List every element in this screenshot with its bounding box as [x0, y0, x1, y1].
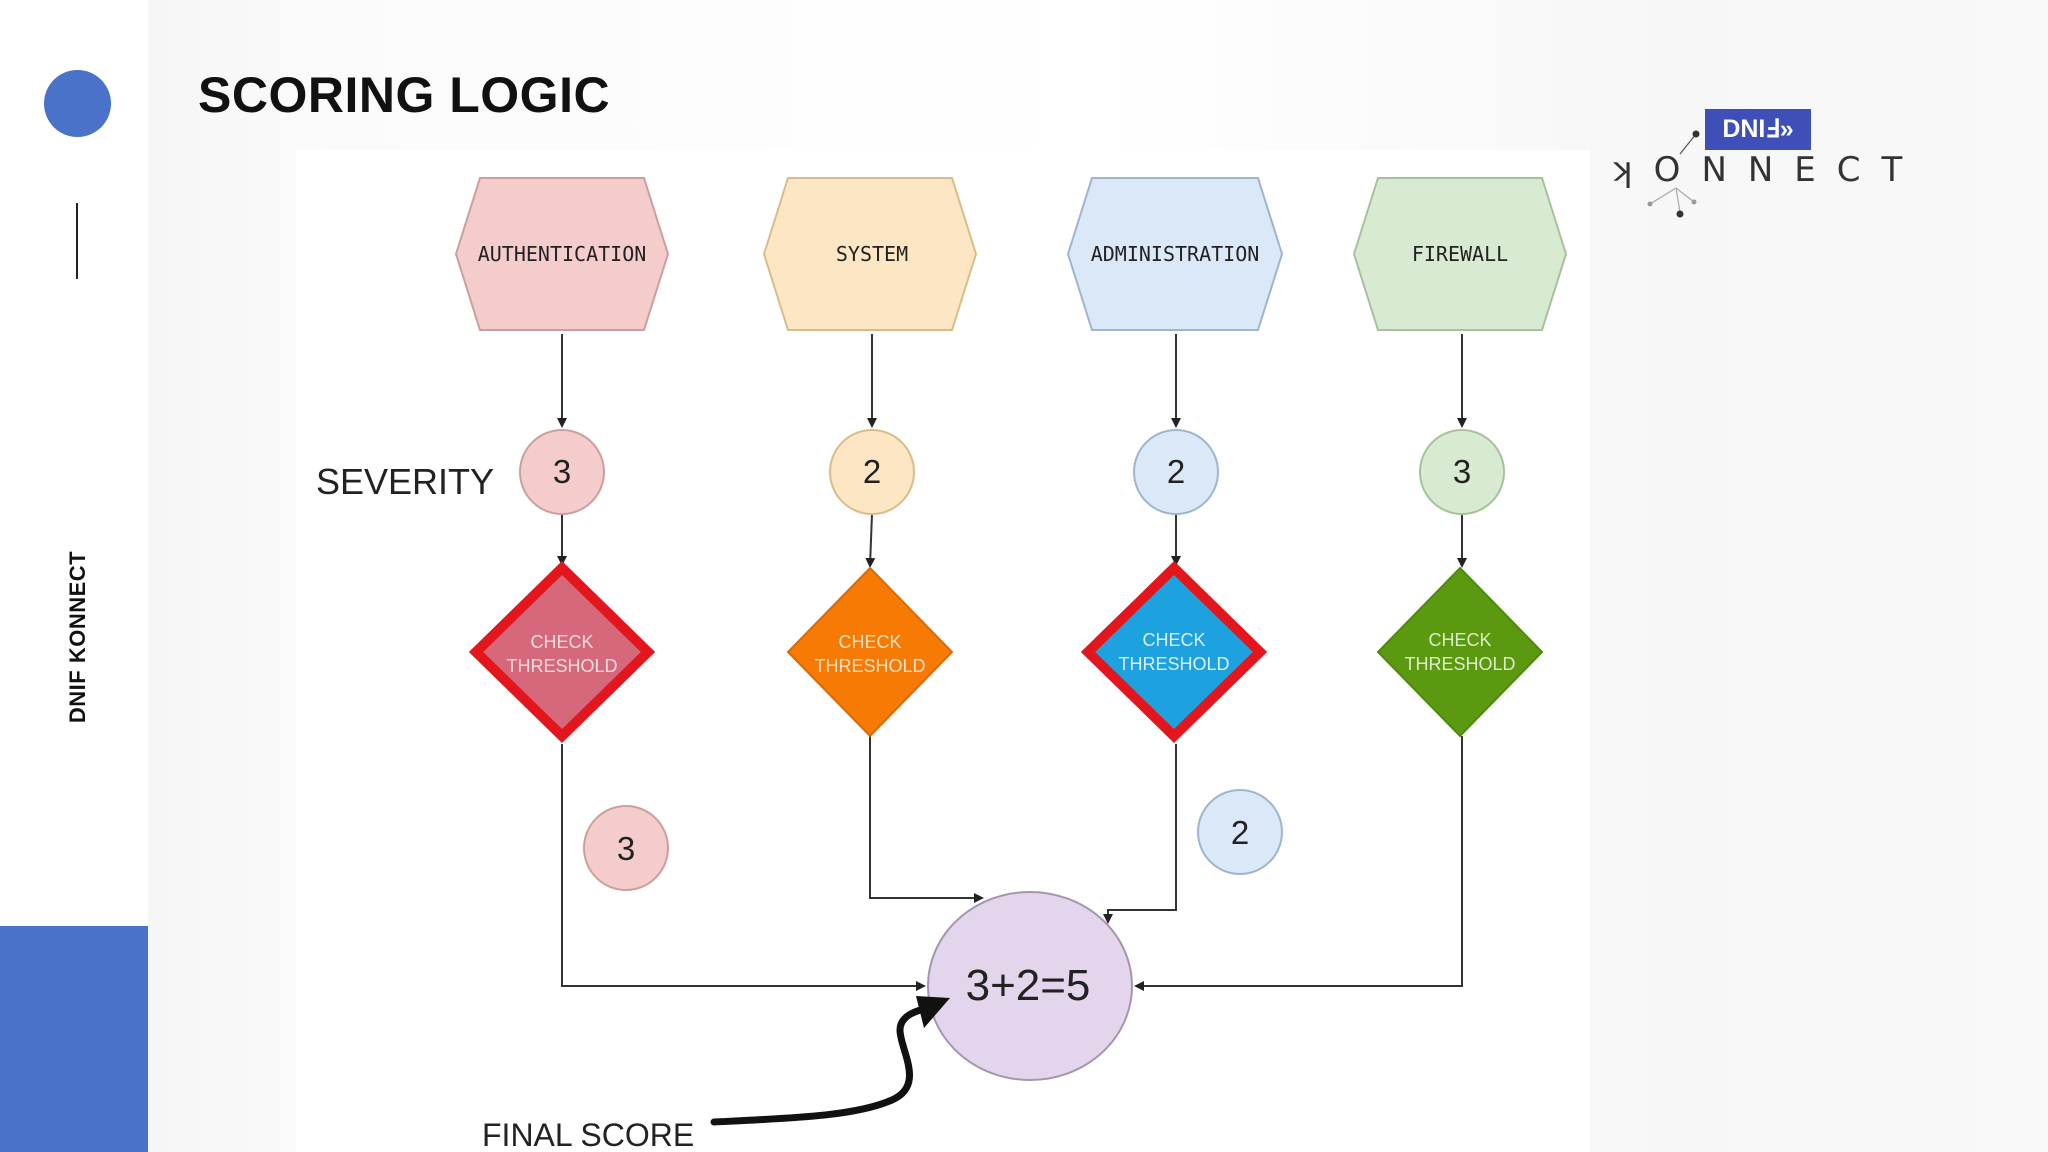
- contribution-value-administration: 2: [1231, 814, 1249, 851]
- check-threshold-firewall: CHECK THRESHOLD: [1376, 566, 1544, 738]
- severity-value-system: 2: [863, 453, 881, 490]
- connector-auth-to-result: [561, 744, 926, 991]
- final-score-label: FINAL SCORE: [482, 1117, 694, 1152]
- diamond-administration: [1080, 561, 1268, 743]
- diagram-panel: AUTHENTICATION SYSTEM ADMINISTRATION FIR…: [296, 150, 1590, 1152]
- category-system: SYSTEM: [762, 177, 978, 331]
- severity-circles: 3 2 2 3: [519, 429, 1505, 515]
- category-authentication: AUTHENTICATION: [454, 177, 670, 331]
- hexagon-firewall: [1352, 177, 1568, 331]
- check-label-line1-authentication: CHECK: [530, 632, 593, 652]
- severity-circle-system: [829, 429, 915, 515]
- contribution-circle-administration: [1197, 789, 1283, 875]
- check-threshold-administration: CHECK THRESHOLD: [1080, 561, 1268, 743]
- hexagon-authentication: [454, 177, 670, 331]
- category-administration: ADMINISTRATION: [1066, 177, 1284, 331]
- hexagon-label-system: SYSTEM: [836, 242, 908, 266]
- check-threshold-system: CHECK THRESHOLD: [786, 566, 954, 738]
- sidebar-brand: DNIF KONNECT: [65, 550, 90, 724]
- severity-circle-administration: [1133, 429, 1219, 515]
- hexagon-label-authentication: AUTHENTICATION: [478, 242, 647, 266]
- severity-circle-authentication: [519, 429, 605, 515]
- category-firewall: FIREWALL: [1352, 177, 1568, 331]
- hexagon-label-firewall: FIREWALL: [1412, 242, 1508, 266]
- final-score-arrowhead: [916, 996, 950, 1028]
- final-score-curve: [710, 1004, 934, 1126]
- dnif-konnect-logo: DNIℲ» ʞONNECT: [1610, 106, 1910, 226]
- result-circle: [927, 891, 1133, 1081]
- contribution-value-authentication: 3: [617, 830, 635, 867]
- final-score-pointer: FINAL SCORE: [482, 996, 950, 1152]
- logo-network-icon: [1647, 130, 1700, 218]
- severity-value-authentication: 3: [553, 453, 571, 490]
- severity-value-administration: 2: [1167, 453, 1185, 490]
- hexagon-administration: [1066, 177, 1284, 331]
- diamond-system: [786, 566, 954, 738]
- logo-badge: DNIℲ»: [1705, 109, 1811, 150]
- connector-firewall-to-result: [1134, 736, 1463, 991]
- hexagon-system: [762, 177, 978, 331]
- check-label-line2-system: THRESHOLD: [814, 656, 925, 676]
- check-label-line1-firewall: CHECK: [1428, 630, 1491, 650]
- contribution-circles: 3 2: [583, 789, 1283, 891]
- sidebar-dot: [44, 70, 111, 137]
- sidebar-divider: [76, 203, 78, 279]
- severity-value-firewall: 3: [1453, 453, 1471, 490]
- diamond-authentication: [468, 561, 656, 743]
- connectors: [557, 334, 1467, 991]
- sidebar-block: [0, 926, 148, 1152]
- scoring-diagram: AUTHENTICATION SYSTEM ADMINISTRATION FIR…: [316, 177, 1568, 1152]
- contribution-circle-authentication: [583, 805, 669, 891]
- connector-system-to-result: [869, 736, 984, 903]
- check-threshold-authentication: CHECK THRESHOLD: [468, 561, 656, 743]
- hexagon-label-administration: ADMINISTRATION: [1091, 242, 1260, 266]
- check-label-line1-administration: CHECK: [1142, 630, 1205, 650]
- logo-wordmark: ʞONNECT: [1610, 150, 1924, 190]
- check-label-line2-firewall: THRESHOLD: [1404, 654, 1515, 674]
- check-label-line2-authentication: THRESHOLD: [506, 656, 617, 676]
- result-node: 3+2=5: [927, 891, 1133, 1081]
- check-label-line1-system: CHECK: [838, 632, 901, 652]
- diamond-firewall: [1376, 566, 1544, 738]
- connector-admin-to-result: [1103, 744, 1177, 924]
- severity-circle-firewall: [1419, 429, 1505, 515]
- check-label-line2-administration: THRESHOLD: [1118, 654, 1229, 674]
- severity-label: SEVERITY: [316, 461, 494, 502]
- result-value: 3+2=5: [966, 961, 1091, 1010]
- page-title: SCORING LOGIC: [198, 67, 611, 123]
- connector-system-to-check: [865, 513, 876, 568]
